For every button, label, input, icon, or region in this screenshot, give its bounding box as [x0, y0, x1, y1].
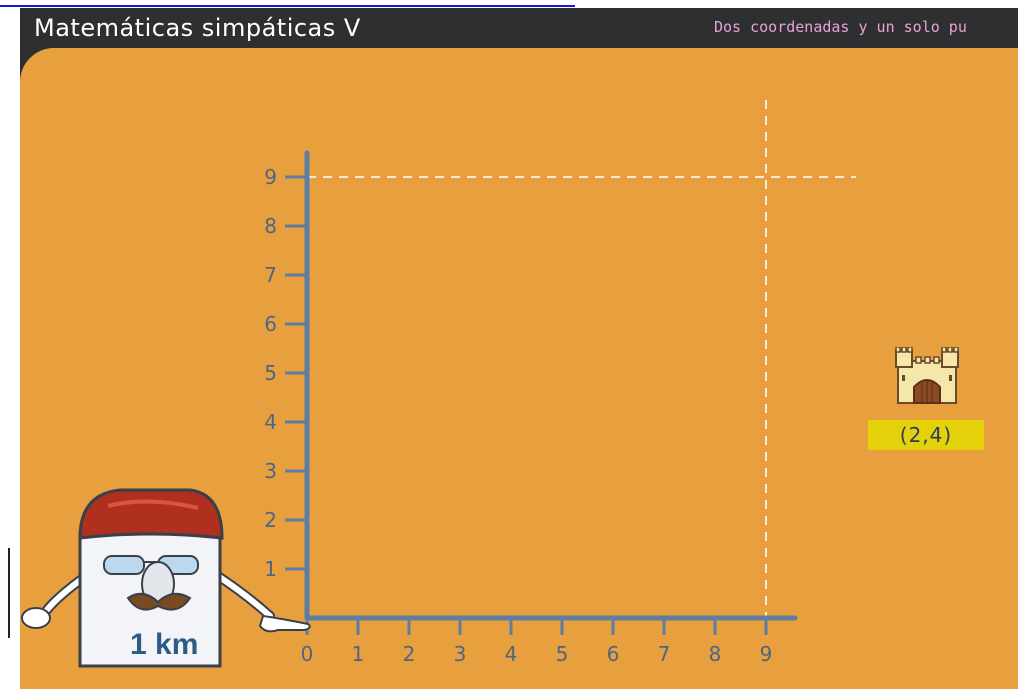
y-tick-label: 4: [264, 410, 277, 434]
x-tick-label: 1: [352, 642, 365, 666]
x-tick-label: 7: [658, 642, 671, 666]
frame-edge: [8, 548, 10, 638]
x-tick-label: 9: [760, 642, 773, 666]
y-tick-label: 1: [264, 557, 277, 581]
app-title: Matemáticas simpáticas V: [34, 14, 361, 42]
x-tick-label: 4: [505, 642, 518, 666]
app-window: Matemáticas simpáticas V Dos coordenadas…: [20, 8, 1018, 689]
target-coordinate-badge: (2,4): [868, 420, 984, 450]
castle-icon[interactable]: [892, 346, 962, 407]
x-tick-label: 3: [454, 642, 467, 666]
x-tick-label: 0: [301, 642, 314, 666]
activity-subtitle: Dos coordenadas y un solo pu: [714, 18, 967, 36]
x-tick-label: 2: [403, 642, 416, 666]
y-tick-label: 7: [264, 263, 277, 287]
y-tick-label: 3: [264, 459, 277, 483]
y-tick-label: 9: [264, 165, 277, 189]
top-link-underline[interactable]: [0, 0, 575, 8]
x-tick-label: 8: [709, 642, 722, 666]
y-tick-label: 6: [264, 312, 277, 336]
y-tick-label: 5: [264, 361, 277, 385]
mascot-milestone-character: 1 km: [21, 488, 311, 668]
mascot-label: 1 km: [130, 628, 198, 661]
coordinate-grid[interactable]: 0 1 2 3 4 5 6 7 8 9 1 2 3 4 5 6 7 8 9: [20, 8, 1018, 689]
y-tick-label: 2: [264, 508, 277, 532]
x-tick-label: 5: [556, 642, 569, 666]
x-tick-label: 6: [607, 642, 620, 666]
y-tick-label: 8: [264, 214, 277, 238]
